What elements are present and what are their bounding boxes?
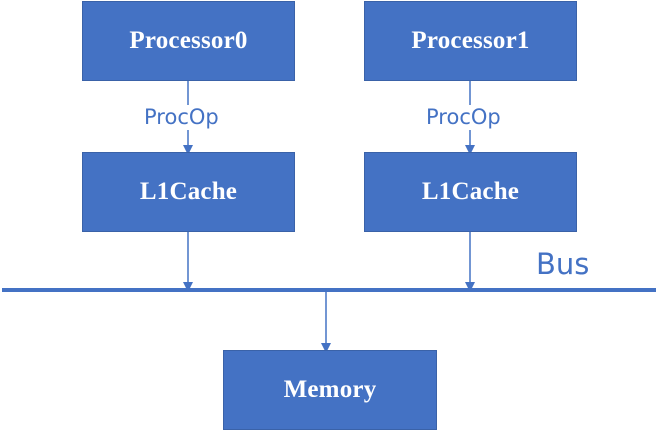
l1cache1-box: L1Cache <box>364 152 577 232</box>
memory-label: Memory <box>283 376 377 403</box>
processor1-label: Processor1 <box>411 27 530 54</box>
l1cache1-label: L1Cache <box>421 178 520 205</box>
l1cache0-box: L1Cache <box>82 152 295 232</box>
l1cache0-label: L1Cache <box>139 178 238 205</box>
processor0-label: Processor0 <box>129 27 248 54</box>
procop-label-right: ProcOp <box>424 105 503 130</box>
processor1-box: Processor1 <box>364 1 577 81</box>
procop-label-left: ProcOp <box>142 105 221 130</box>
processor0-box: Processor0 <box>82 1 295 81</box>
bus-label: Bus <box>536 247 590 281</box>
memory-box: Memory <box>223 350 437 430</box>
